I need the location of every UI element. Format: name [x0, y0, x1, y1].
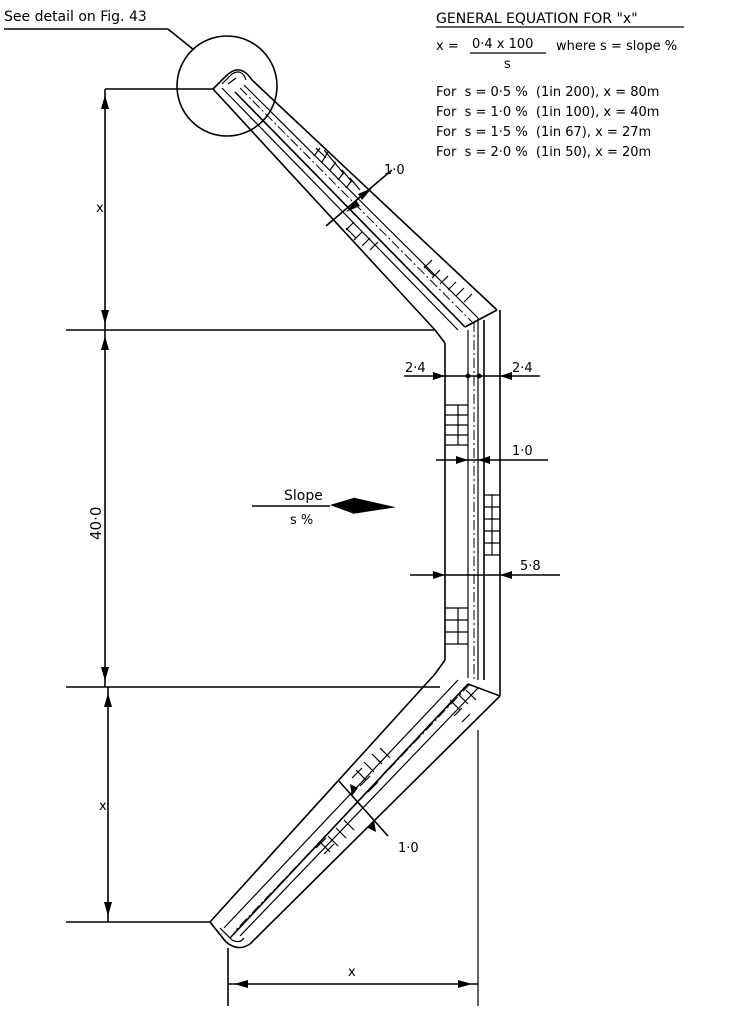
dim-40: 40·0 [87, 507, 105, 540]
slope-label: Slope [284, 488, 323, 504]
dim-left-offset: 2·4 [405, 361, 426, 376]
dim-overall-width: 5·8 [520, 559, 541, 574]
equation-heading: GENERAL EQUATION FOR "x" [436, 11, 638, 27]
table-row-2: For s = 1·0 % (1in 100), x = 40m [436, 105, 659, 120]
detail-callout: See detail on Fig. 43 [4, 9, 278, 137]
slope-arrow-icon [330, 497, 396, 514]
width-dimensions: 1·0 1·0 2·4 2·4 1·0 5·8 [325, 163, 560, 856]
detail-circle [176, 35, 278, 137]
channel-lower-section [209, 673, 501, 949]
table-row-4: For s = 2·0 % (1in 50), x = 20m [436, 145, 651, 160]
dim-x-top: x [96, 201, 104, 216]
equation-lhs: x = [436, 39, 459, 54]
equation-denominator: s [504, 57, 511, 72]
slope-value: s % [290, 513, 313, 528]
table-row-3: For s = 1·5 % (1in 67), x = 27m [436, 125, 651, 140]
dim-right-offset: 2·4 [512, 361, 533, 376]
slope-indicator: Slope s % [252, 488, 396, 528]
dim-x-bottom: x [99, 799, 107, 814]
dim-lower-width: 1·0 [398, 841, 419, 856]
dim-upper-width: 1·0 [384, 163, 405, 178]
vertical-dimensions: x 40·0 x [66, 88, 440, 923]
equation-where: where s = slope % [556, 39, 677, 54]
channel-middle-section [434, 310, 501, 696]
detail-note: See detail on Fig. 43 [4, 9, 147, 25]
horizontal-x-dimension: x [227, 730, 479, 1006]
table-row-1: For s = 0·5 % (1in 200), x = 80m [436, 85, 659, 100]
equation-numerator: 0·4 x 100 [472, 37, 533, 52]
dim-x-horizontal: x [348, 965, 356, 980]
equation-block: GENERAL EQUATION FOR "x" x = 0·4 x 100 s… [436, 11, 684, 160]
dim-inner-width: 1·0 [512, 444, 533, 459]
